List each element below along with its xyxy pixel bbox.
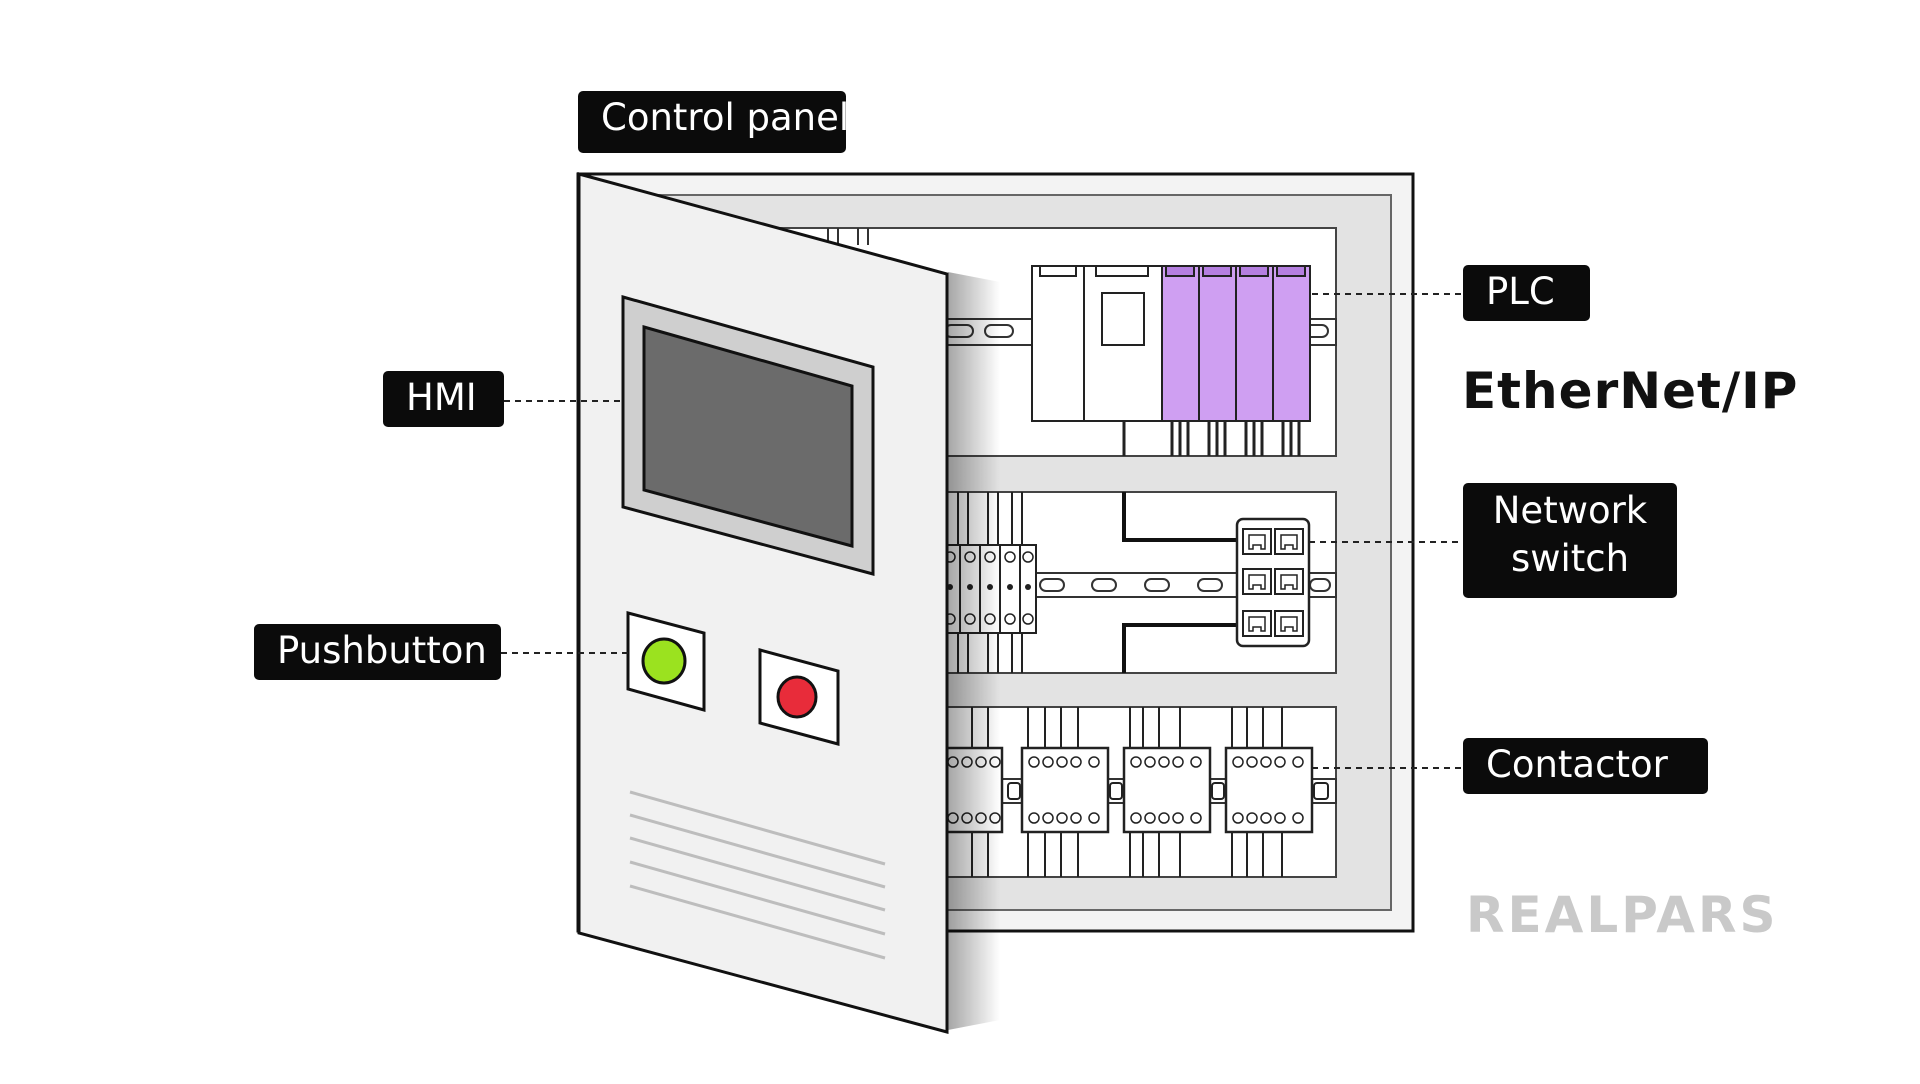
- green-pushbutton-icon: [626, 611, 706, 712]
- network-switch-icon: [1235, 517, 1311, 648]
- realpars-logo: REALPARS: [1466, 886, 1779, 944]
- control-panel-label: Control panel: [578, 91, 849, 153]
- network-switch-label-line1: Network: [1492, 489, 1648, 532]
- red-pushbutton-icon: [758, 648, 840, 746]
- plc-label: PLC: [1463, 265, 1590, 321]
- contactor-label: Contactor: [1463, 738, 1708, 794]
- network-switch-label-line2: switch: [1510, 537, 1630, 580]
- hmi-label: HMI: [383, 371, 504, 427]
- vent-lines: [629, 790, 886, 960]
- hmi-screen-icon: [621, 295, 875, 576]
- plc-rack-icon: [1031, 265, 1311, 456]
- network-switch-label: Network switch: [1463, 483, 1677, 598]
- cabinet-door: [577, 172, 949, 1034]
- ethernet-ip-logo: EtherNet/IP: [1462, 362, 1799, 420]
- leader-lines: [501, 293, 1463, 769]
- pushbutton-label: Pushbutton: [254, 624, 501, 680]
